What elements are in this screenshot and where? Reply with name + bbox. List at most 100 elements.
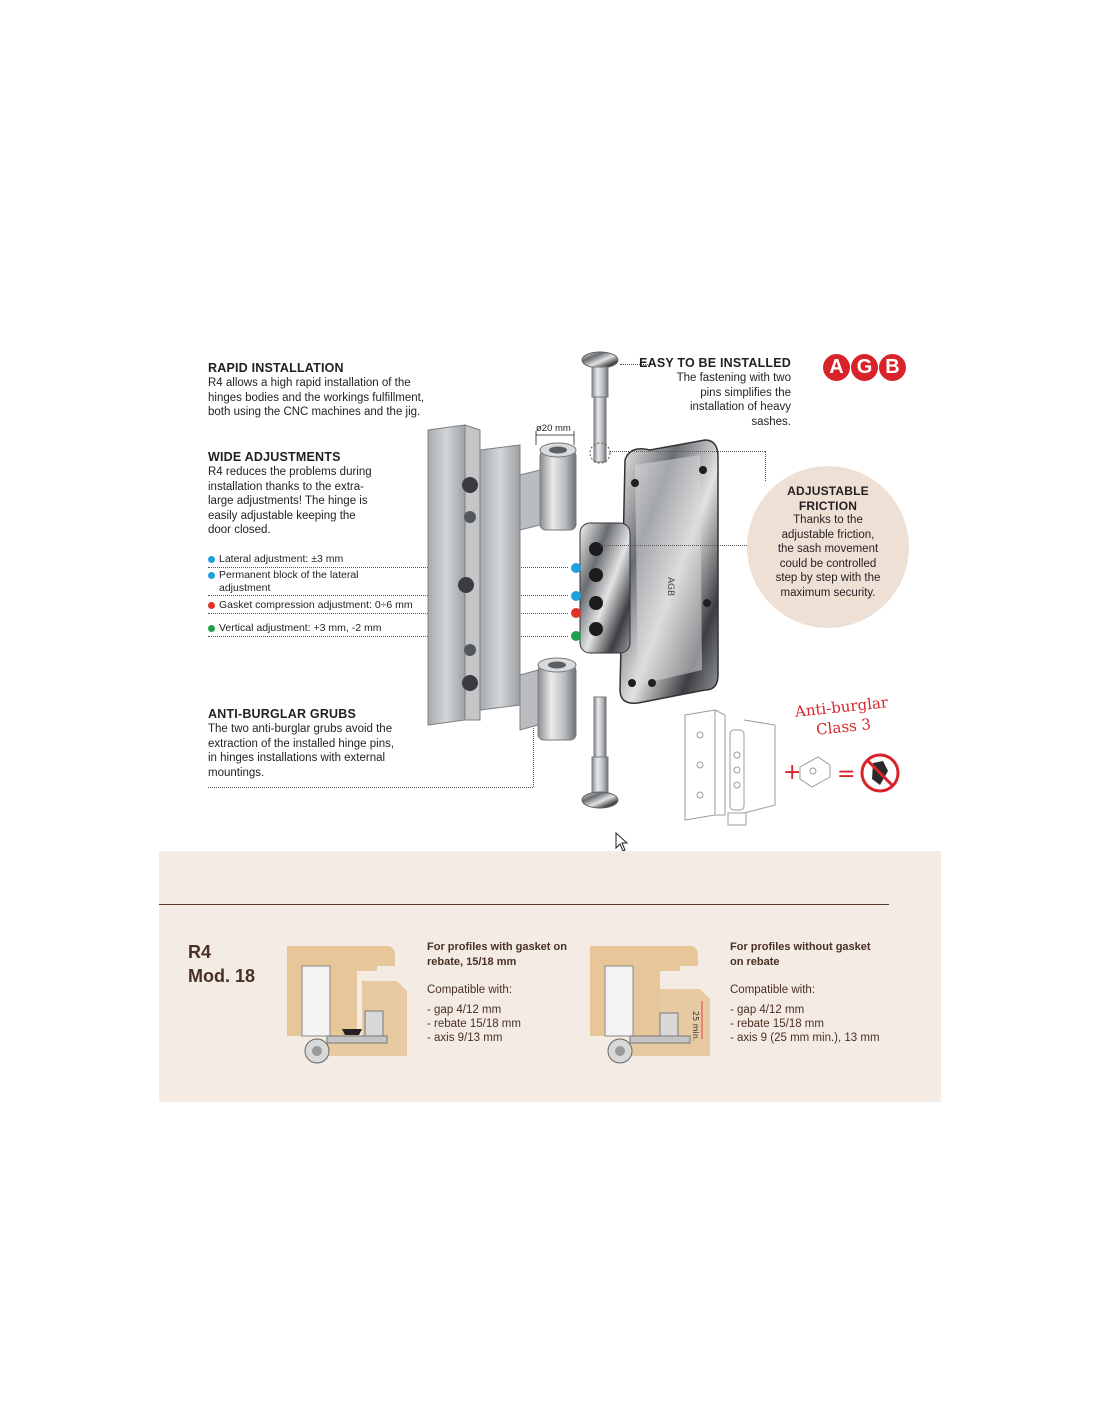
profile-without-gasket-drawing: 25 min. <box>590 946 710 1064</box>
profile1-compat-item: - gap 4/12 mm <box>427 1004 502 1016</box>
profile1-compat-label: Compatible with: <box>427 984 513 996</box>
frame-plate <box>427 424 521 726</box>
model-line: Mod. 18 <box>188 966 256 986</box>
friction-title-line: FRICTION <box>798 499 858 513</box>
legend-gasket: Gasket compression adjustment: 0÷6 mm <box>208 599 413 612</box>
rapid-installation-title: RAPID INSTALLATION <box>208 361 344 375</box>
wide-adjustments-title: WIDE ADJUSTMENTS <box>208 450 341 464</box>
friction-line: step by step with the <box>775 572 881 584</box>
leader-line <box>620 364 650 365</box>
friction-line: could be controlled <box>779 557 877 570</box>
legend-label: Vertical adjustment: +3 mm, -2 mm <box>219 622 382 634</box>
easy-install-line: sashes. <box>751 415 791 428</box>
legend-permanent-block: Permanent block of the lateral <box>208 569 359 582</box>
profile1-heading: For profiles with gasket on rebate, 15/1… <box>427 940 587 970</box>
profile2-compat-list: - gap 4/12 mm - rebate 15/18 mm - axis 9… <box>730 1003 880 1045</box>
legend-lateral: Lateral adjustment: ±3 mm <box>208 553 343 566</box>
blue-dot-icon <box>208 556 215 563</box>
profile1-compat-item: - rebate 15/18 mm <box>427 1018 521 1030</box>
logo-letter-b: B <box>879 354 906 381</box>
friction-line: the sash movement <box>777 543 879 555</box>
red-dot-icon <box>208 602 215 609</box>
profile2-heading-line: For profiles without gasket <box>730 941 871 953</box>
rapid-installation-line: both using the CNC machines and the jig. <box>208 406 421 418</box>
profile1-compat-item: - axis 9/13 mm <box>427 1032 503 1044</box>
profile2-compat-item: - gap 4/12 mm <box>730 1004 805 1016</box>
easy-install-line: pins simplifies the <box>700 386 791 399</box>
green-dot-icon <box>571 631 581 641</box>
anti-burglar-line: The two anti-burglar grubs avoid the <box>208 723 393 735</box>
panel-divider <box>159 904 889 905</box>
legend-permanent-block-cont: adjustment <box>219 582 270 595</box>
friction-line: Thanks to the <box>793 514 863 526</box>
profile1-compat-list: - gap 4/12 mm - rebate 15/18 mm - axis 9… <box>427 1003 521 1045</box>
profile2-drawing-label: 25 min. <box>691 1011 700 1041</box>
anti-burglar-line: extraction of the installed hinge pins, <box>208 737 395 750</box>
profile2-compat-label: Compatible with: <box>730 984 816 996</box>
profile2-heading-line: on rebate <box>730 956 780 968</box>
easy-install-line: The fastening with two <box>676 372 791 384</box>
legend-label: Permanent block of the lateral <box>219 569 359 581</box>
wide-adjustments-line: installation thanks to the extra- <box>208 480 364 493</box>
model-line: R4 <box>188 942 212 962</box>
wide-adjustments-line: easily adjustable keeping the <box>208 509 356 522</box>
adjustable-friction-text: Thanks to the adjustable friction, the s… <box>747 513 909 600</box>
anti-burglar-diagram: + = <box>684 709 900 826</box>
easy-install-line: installation of heavy <box>689 401 791 413</box>
profile-with-gasket-drawing <box>287 946 407 1064</box>
blue-dot-icon <box>571 563 581 573</box>
profile2-heading: For profiles without gasket on rebate <box>730 940 900 970</box>
leader-line <box>208 636 568 637</box>
blue-dot-icon <box>208 572 215 579</box>
leader-line <box>208 567 568 568</box>
easy-install-title: EASY TO BE INSTALLED <box>639 356 791 370</box>
anti-burglar-line: mountings. <box>208 766 265 779</box>
hinge-illustration: AGB <box>427 351 719 809</box>
leader-line <box>208 787 533 788</box>
legend-label: Lateral adjustment: ±3 mm <box>219 553 344 565</box>
rapid-installation-text: R4 allows a high rapid installation of t… <box>208 376 468 420</box>
lower-knuckle <box>519 657 577 741</box>
svg-text:AGB: AGB <box>665 577 675 596</box>
bottom-pin <box>581 696 619 809</box>
profile1-heading-line: For profiles with gasket on <box>427 941 567 953</box>
hinge-outline-icon <box>684 709 776 826</box>
wide-adjustments-line: R4 reduces the problems during <box>208 466 372 478</box>
profile2-compat-item: - rebate 15/18 mm <box>730 1018 824 1030</box>
green-dot-icon <box>208 625 215 632</box>
anti-burglar-grubs-text: The two anti-burglar grubs avoid the ext… <box>208 722 438 780</box>
svg-text:+: + <box>783 760 801 785</box>
bracket-icon <box>799 756 831 788</box>
leader-line <box>208 595 568 596</box>
legend-vertical: Vertical adjustment: +3 mm, -2 mm <box>208 622 382 635</box>
blue-dot-icon <box>571 591 581 601</box>
friction-line: maximum security. <box>780 586 876 599</box>
leader-line <box>533 705 534 787</box>
adjustable-friction-title: ADJUSTABLE FRICTION <box>747 484 909 514</box>
profile1-heading-line: rebate, 15/18 mm <box>427 956 517 968</box>
wide-adjustments-text: R4 reduces the problems during installat… <box>208 465 408 538</box>
profiles-panel <box>159 851 941 1102</box>
wide-adjustments-line: door closed. <box>208 524 271 536</box>
pin-diameter-label: ø20 mm <box>536 423 571 434</box>
leader-line <box>610 451 765 452</box>
mouse-cursor-icon <box>615 832 629 852</box>
top-pin <box>581 351 619 464</box>
anti-burglar-line: in hinges installations with external <box>208 752 386 764</box>
easy-install-text: The fastening with two pins simplifies t… <box>600 371 791 429</box>
logo-letter-g: G <box>851 354 878 381</box>
friction-line: adjustable friction, <box>781 528 875 541</box>
upper-knuckle <box>519 442 577 531</box>
rapid-installation-line: hinges bodies and the workings fulfillme… <box>208 391 425 404</box>
model-title: R4 Mod. 18 <box>188 940 255 988</box>
sash-body: AGB <box>579 439 719 704</box>
leader-line <box>765 451 766 481</box>
profile2-compat-item: - axis 9 (25 mm min.), 13 mm <box>730 1032 880 1044</box>
legend-label-cont: adjustment <box>219 582 271 594</box>
no-burglar-icon <box>860 753 900 793</box>
agb-logo: A G B <box>823 354 907 382</box>
logo-letter-a: A <box>823 354 850 381</box>
svg-text:=: = <box>837 762 855 787</box>
legend-label: Gasket compression adjustment: 0÷6 mm <box>219 599 413 611</box>
anti-burglar-grubs-title: ANTI-BURGLAR GRUBS <box>208 707 357 721</box>
